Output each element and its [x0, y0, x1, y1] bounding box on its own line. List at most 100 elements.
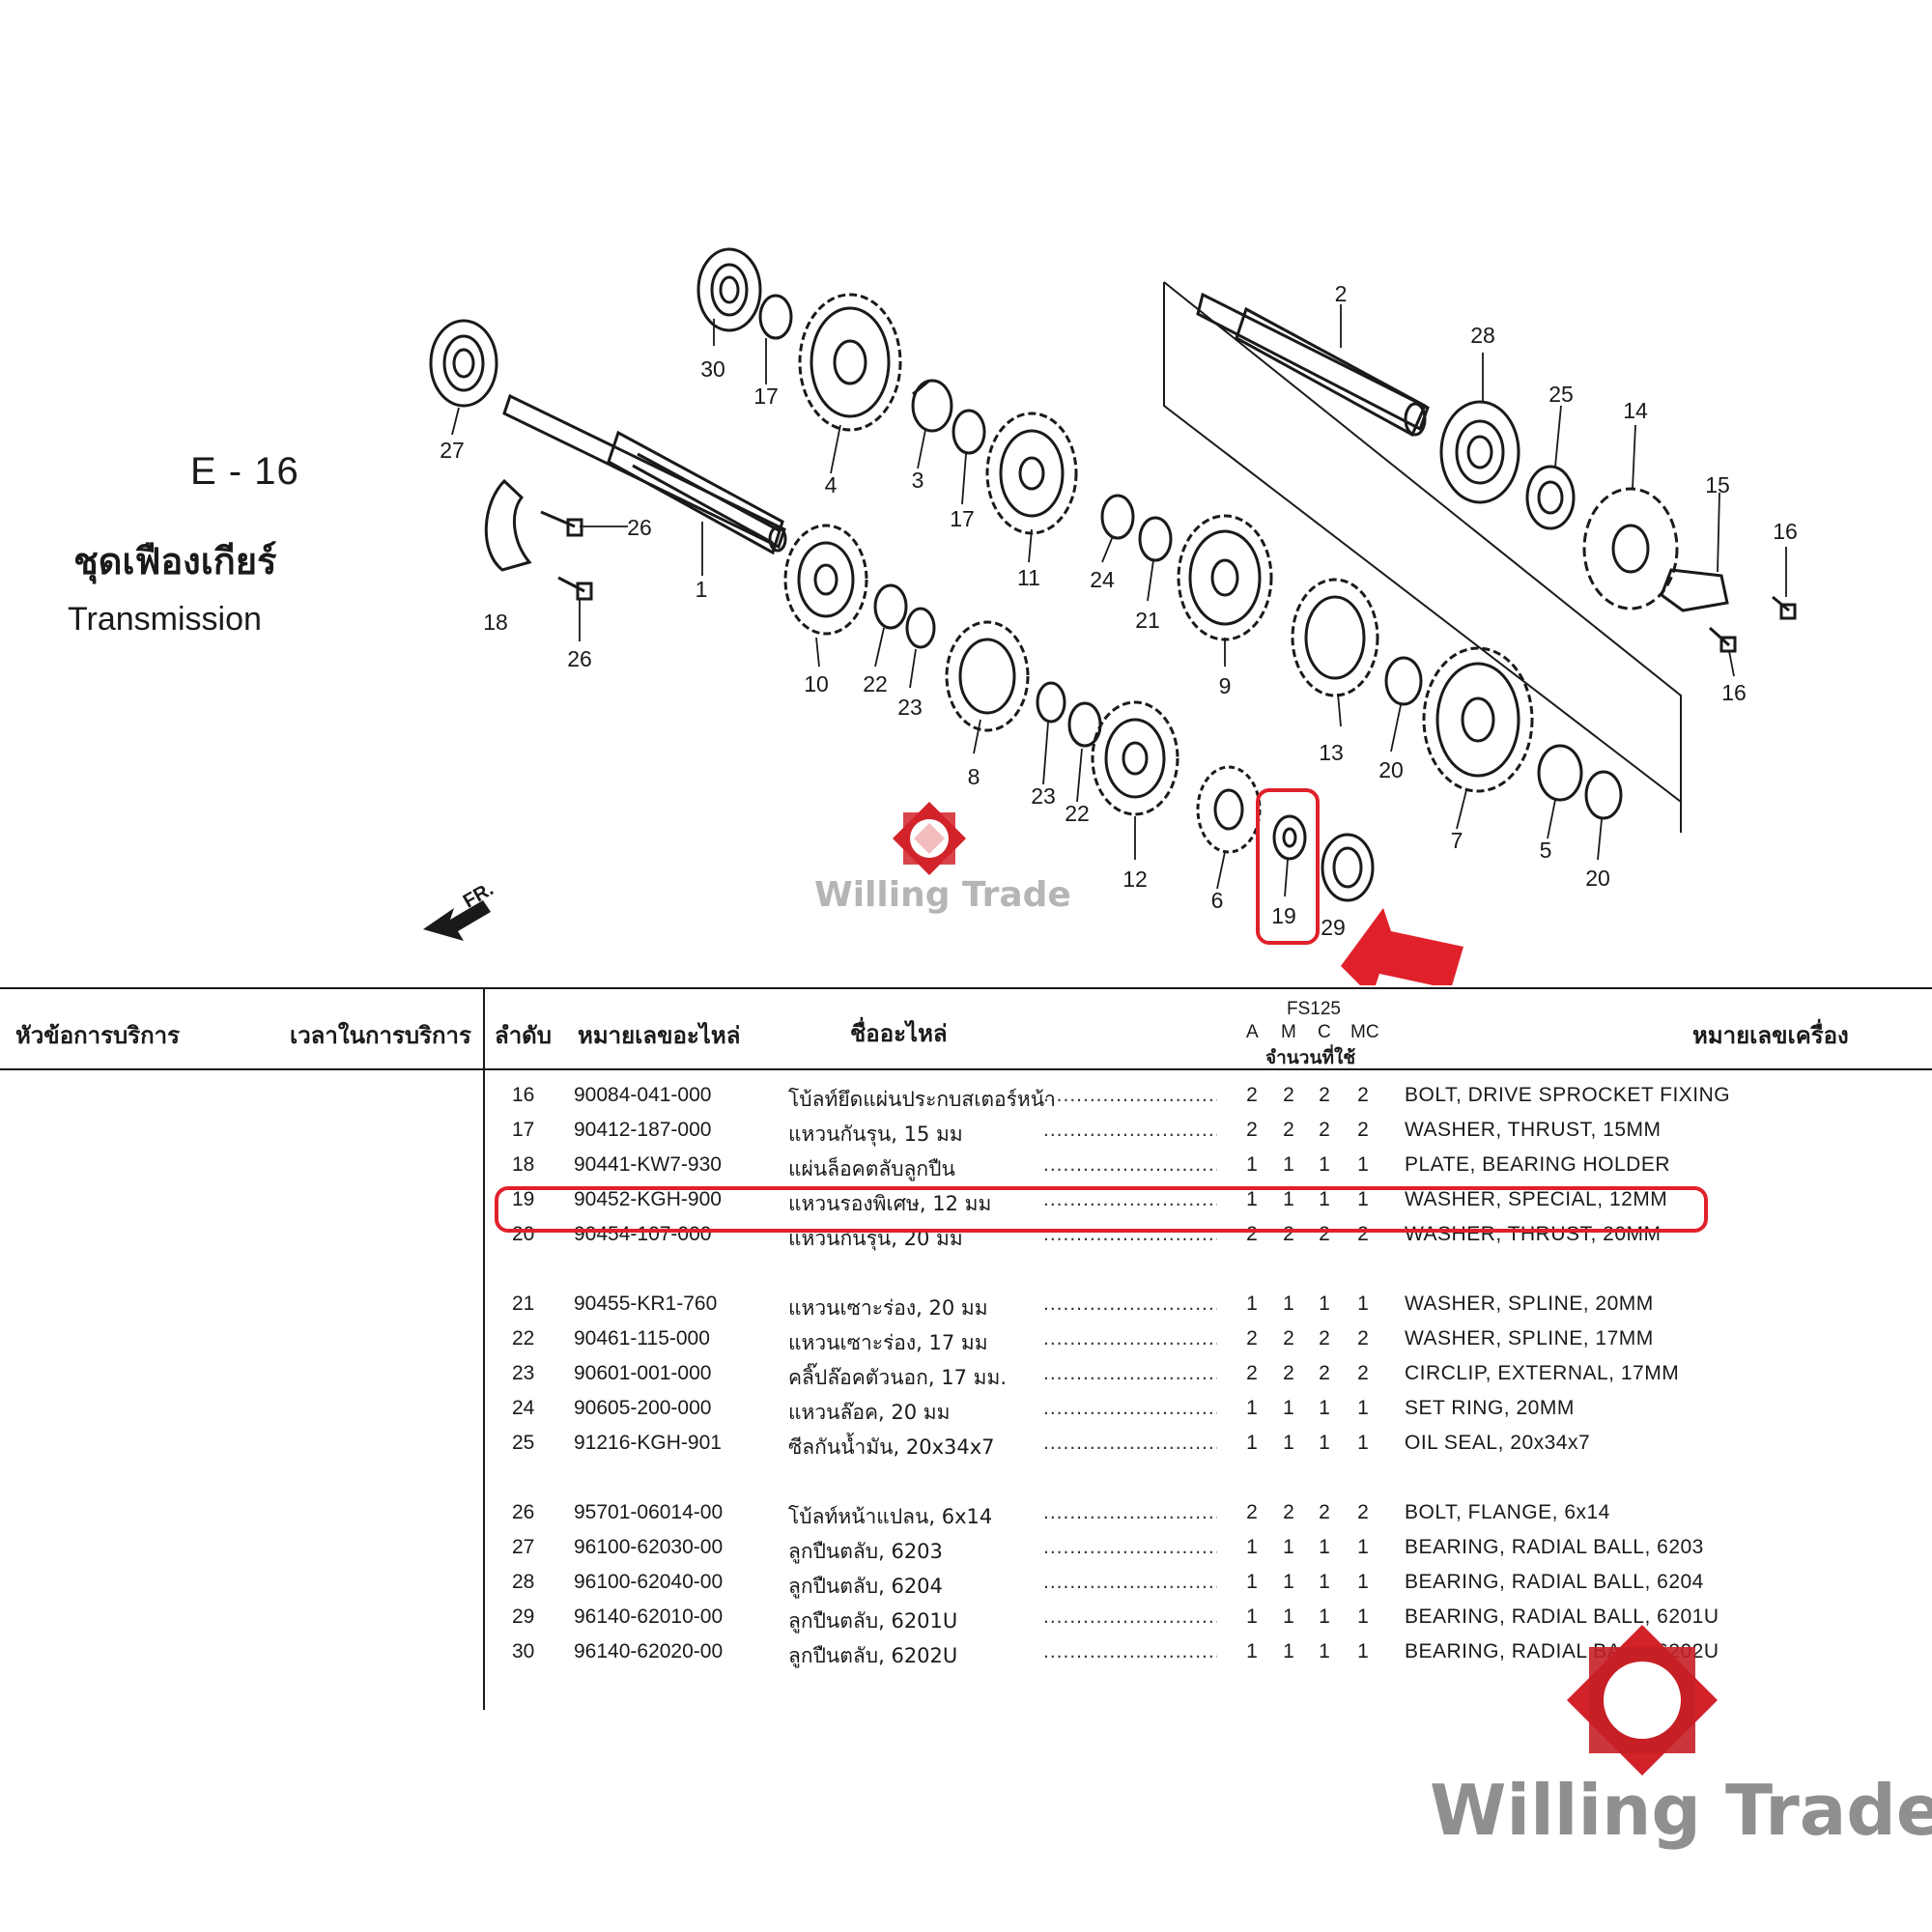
callout-18: 18	[483, 610, 508, 635]
highlight-box-part-19	[1256, 788, 1320, 945]
callout-14: 14	[1623, 398, 1648, 423]
callout-labels: 1 2 4 3 5 6 7 8 9 10 11 12 13 14 15 16 1…	[440, 281, 1798, 940]
table-header-rule	[0, 1068, 1932, 1070]
row-qty: 1	[1357, 1640, 1369, 1662]
row-qty: 1	[1246, 1188, 1258, 1210]
page-title-thai: ชุดเฟืองเกียร์	[73, 540, 277, 582]
row-part-number: 96140-62010-00	[574, 1605, 724, 1628]
row-part-number: 96100-62030-00	[574, 1536, 724, 1558]
row-qty: 1	[1283, 1293, 1294, 1315]
callout-5: 5	[1540, 838, 1552, 863]
row-part-name-english: PLATE, BEARING HOLDER	[1405, 1153, 1671, 1176]
callout-29: 29	[1321, 915, 1346, 940]
row-leader-dots: ........................................…	[1043, 1640, 1217, 1662]
row-seq: 29	[512, 1605, 535, 1628]
callout-22a: 22	[863, 671, 888, 696]
callout-23a: 23	[897, 695, 923, 720]
row-qty: 2	[1283, 1223, 1294, 1245]
circlip-part-23b	[1036, 681, 1066, 724]
header-part-name: ชื่ออะไหล่	[850, 1020, 948, 1047]
gear-part-8	[945, 620, 1030, 732]
countershaft-part-2	[1196, 292, 1430, 438]
washer-part-20b	[1584, 770, 1623, 820]
callout-26a: 26	[627, 515, 652, 540]
washer-part-17a	[758, 294, 793, 340]
row-leader-dots: ........................................…	[1043, 1327, 1217, 1350]
watermark-logo-icon-center	[893, 802, 966, 875]
row-part-number: 90412-187-000	[574, 1119, 712, 1141]
row-qty: 2	[1357, 1119, 1369, 1141]
header-variant-m: M	[1281, 1022, 1296, 1042]
callout-20a: 20	[1378, 757, 1404, 782]
row-part-name-thai: ลูกปืนตลับ, 6202U	[788, 1644, 958, 1667]
row-part-name-thai: ลูกปืนตลับ, 6201U	[788, 1609, 958, 1633]
row-qty: 1	[1357, 1153, 1369, 1176]
row-part-number: 90084-041-000	[574, 1084, 712, 1106]
row-leader-dots: ........................................…	[1043, 1501, 1217, 1523]
leader-lines	[451, 304, 1787, 897]
header-variant-a: A	[1246, 1022, 1259, 1042]
callout-26b: 26	[567, 646, 592, 671]
callout-24: 24	[1090, 567, 1115, 592]
row-part-name-thai: แหวนล๊อค, 20 มม	[788, 1401, 951, 1424]
subassembly-frame	[1163, 282, 1682, 833]
row-part-number: 90461-115-000	[574, 1327, 710, 1350]
header-engine-no: หมายเลขเครื่อง	[1692, 1022, 1849, 1049]
header-service-time: เวลาในการบริการ	[290, 1022, 471, 1049]
row-leader-dots: ........................................…	[1043, 1432, 1217, 1454]
row-qty: 1	[1357, 1536, 1369, 1558]
row-qty: 1	[1283, 1432, 1294, 1454]
row-qty: 2	[1357, 1084, 1369, 1106]
row-leader-dots: ........................................…	[1043, 1362, 1217, 1384]
row-part-name-english: CIRCLIP, EXTERNAL, 17MM	[1405, 1362, 1680, 1384]
row-part-name-english: SET RING, 20MM	[1405, 1397, 1575, 1419]
row-seq: 17	[512, 1119, 535, 1141]
callout-27: 27	[440, 438, 465, 463]
bolt-part-16b	[1708, 626, 1737, 653]
row-seq: 28	[512, 1571, 535, 1593]
row-qty: 1	[1246, 1153, 1258, 1176]
bearing-holder-plate-part-18	[484, 478, 532, 572]
collar-part-3	[911, 379, 953, 433]
row-part-number: 90601-001-000	[574, 1362, 712, 1384]
header-variant-c: C	[1318, 1022, 1331, 1042]
row-part-name-thai: แหวนกันรุน, 15 มม	[788, 1122, 963, 1146]
gear-part-6	[1196, 765, 1262, 854]
sprocket-part-14	[1582, 487, 1679, 611]
row-qty: 1	[1283, 1188, 1294, 1210]
row-part-name-thai: ลูกปืนตลับ, 6204	[788, 1575, 943, 1598]
page-code: E - 16	[190, 450, 299, 493]
row-seq: 30	[512, 1640, 535, 1662]
row-qty: 2	[1283, 1501, 1294, 1523]
callout-28: 28	[1470, 323, 1495, 348]
row-part-name-thai: แหวนเซาะร่อง, 17 มม	[788, 1331, 988, 1354]
bearing-part-28	[1439, 400, 1520, 504]
row-qty: 1	[1357, 1188, 1369, 1210]
row-qty: 1	[1246, 1640, 1258, 1662]
row-seq: 16	[512, 1084, 535, 1106]
row-part-name-english: BOLT, FLANGE, 6x14	[1405, 1501, 1610, 1523]
callout-6: 6	[1211, 888, 1224, 913]
header-service-topic: หัวข้อการบริการ	[15, 1022, 181, 1049]
row-qty: 1	[1357, 1293, 1369, 1315]
row-leader-dots: ........................................…	[1043, 1153, 1217, 1176]
row-part-number: 90605-200-000	[574, 1397, 712, 1419]
row-part-name-english: WASHER, THRUST, 15MM	[1405, 1119, 1662, 1141]
header-qty-used: จำนวนที่ใช้	[1265, 1047, 1356, 1068]
row-part-number: 90455-KR1-760	[574, 1293, 718, 1315]
row-part-name-english: BEARING, RADIAL BALL, 6203	[1405, 1536, 1704, 1558]
callout-16b: 16	[1721, 680, 1747, 705]
row-qty: 2	[1319, 1362, 1330, 1384]
row-qty: 1	[1357, 1432, 1369, 1454]
row-qty: 1	[1246, 1571, 1258, 1593]
oilseal-part-25	[1525, 465, 1576, 530]
bearing-part-29	[1321, 833, 1375, 902]
